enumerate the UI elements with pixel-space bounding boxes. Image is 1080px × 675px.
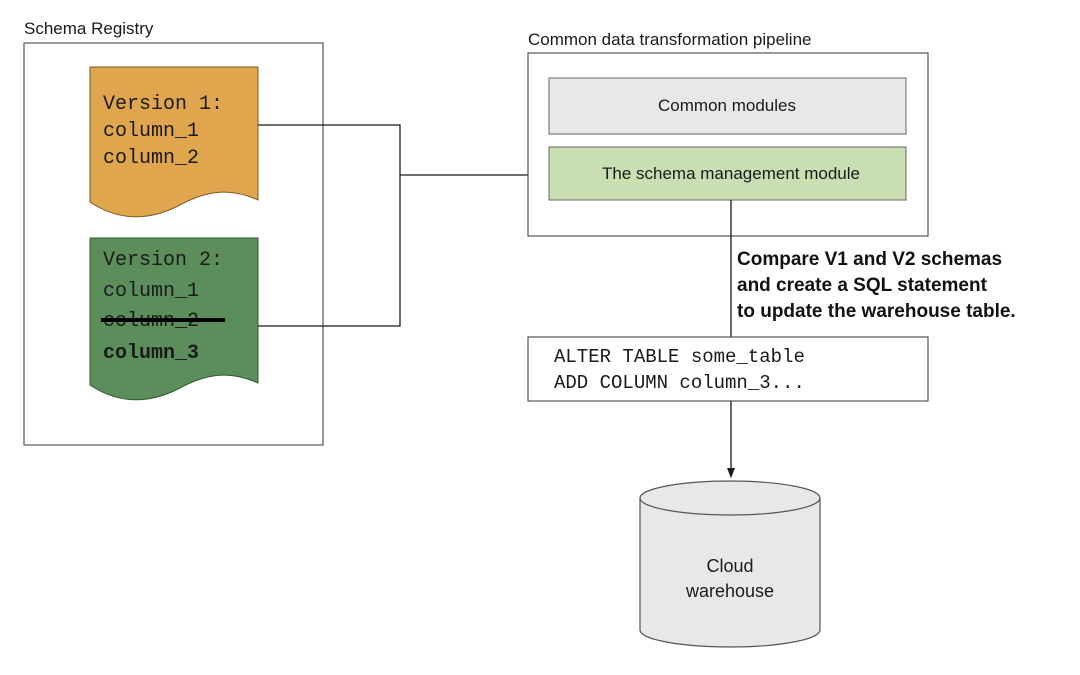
cylinder-body	[639, 498, 821, 648]
version-2-line-2: column_1	[103, 280, 199, 303]
cylinder-top	[639, 480, 821, 516]
schema-version-1-document: Version 1: column_1 column_2	[89, 66, 259, 218]
version-2-line-1: Version 2:	[103, 249, 223, 272]
schema-registry-title: Schema Registry	[24, 19, 154, 38]
sql-statement-box	[527, 336, 929, 402]
document-shape	[89, 66, 259, 218]
pipeline-title: Common data transformation pipeline	[528, 30, 811, 49]
common-modules-label: Common modules	[658, 96, 796, 115]
annotation-line-2: and create a SQL statement	[737, 275, 988, 296]
connector-version-1	[258, 124, 401, 175]
version-2-line-4-added: column_3	[103, 342, 199, 365]
schema-management-module-box	[548, 146, 907, 201]
schema-management-module-label: The schema management module	[602, 164, 860, 183]
sql-line-1: ALTER TABLE some_table	[554, 346, 805, 368]
warehouse-label-line-2: warehouse	[685, 581, 774, 601]
version-1-line-2: column_1	[103, 120, 199, 143]
connector-version-2	[258, 175, 401, 327]
sql-line-2: ADD COLUMN column_3...	[554, 372, 805, 394]
version-1-line-3: column_2	[103, 147, 199, 170]
warehouse-label-line-1: Cloud	[706, 556, 753, 576]
annotation-line-3: to update the warehouse table.	[737, 301, 1016, 322]
version-1-line-1: Version 1:	[103, 93, 223, 116]
annotation-line-1: Compare V1 and V2 schemas	[737, 249, 1002, 270]
schema-version-2-document: Version 2: column_1 column_2 column_3	[89, 237, 259, 401]
common-modules-box	[548, 77, 907, 135]
cloud-warehouse-cylinder: Cloud warehouse	[639, 480, 821, 648]
